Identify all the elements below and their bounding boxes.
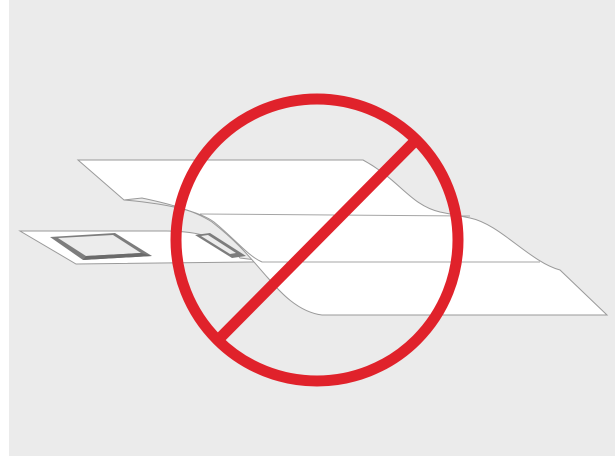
misfeed-illustration (0, 0, 615, 456)
figure-frame (0, 0, 615, 456)
